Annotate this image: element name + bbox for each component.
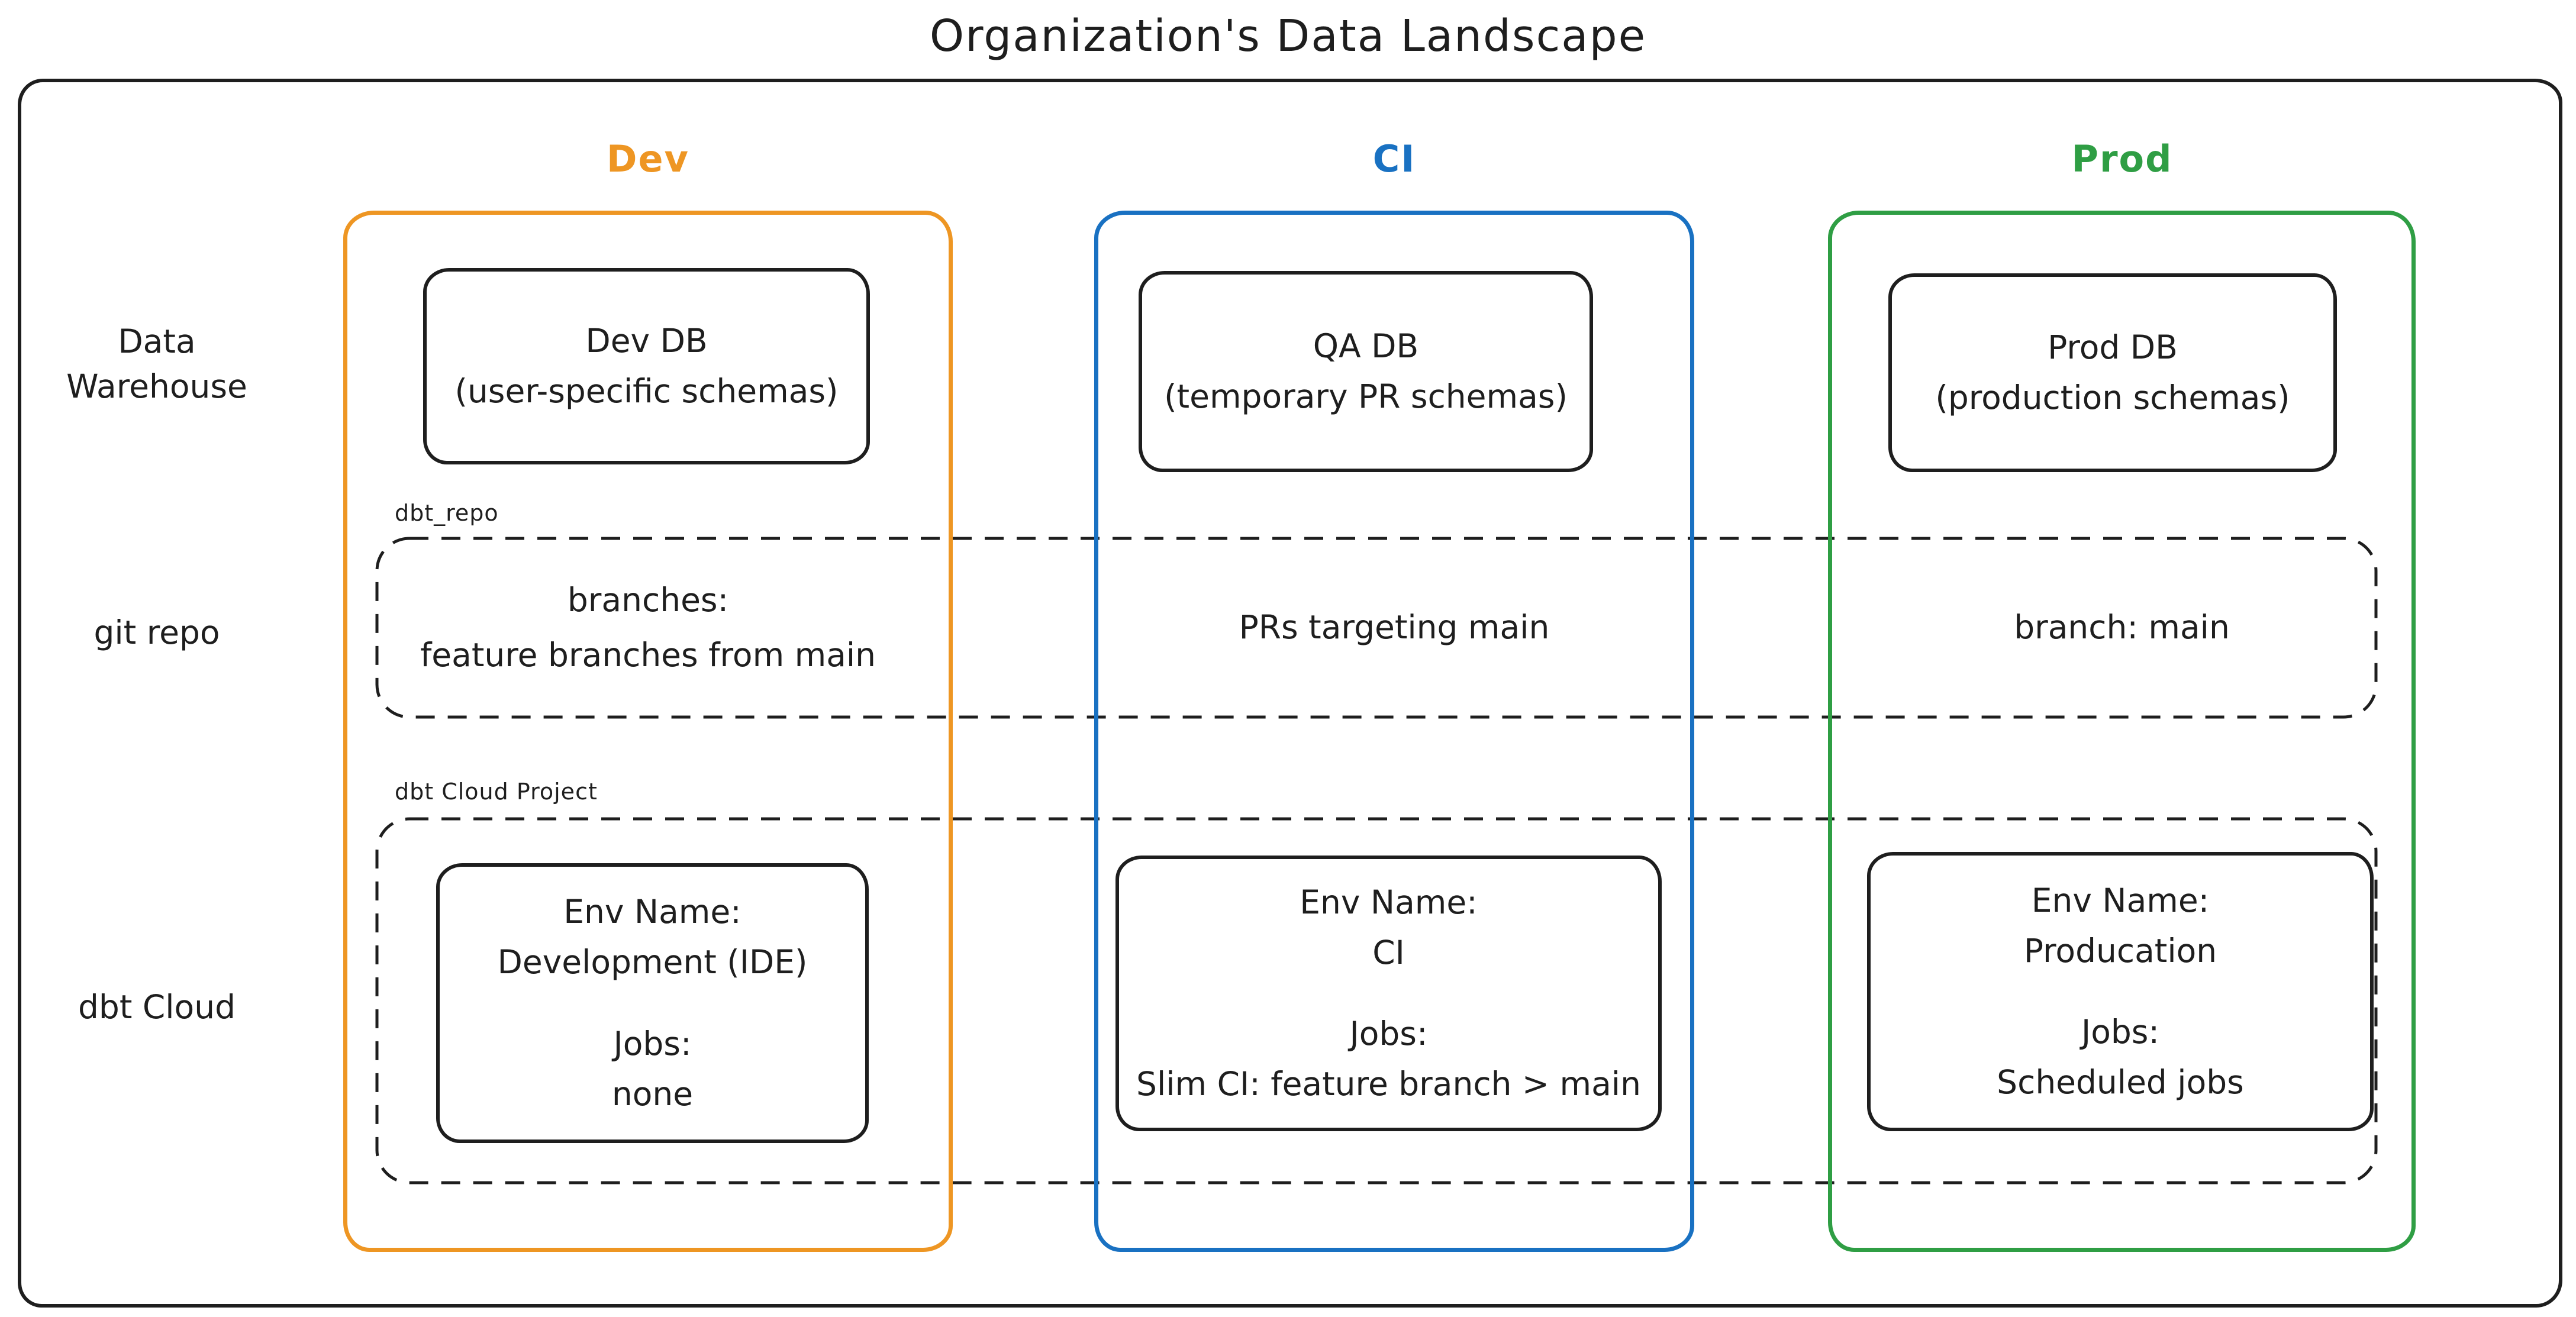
git-repo-band-label: dbt_repo [395,500,499,526]
dbt-cloud-project-band-label: dbt Cloud Project [395,779,598,805]
dev-column-label: Dev [607,137,689,180]
ci-environment-box: Env Name: CI Jobs: Slim CI: feature bran… [1115,856,1662,1131]
db-box-subtitle: (user-specific schemas) [454,372,839,410]
env-name-value: Producation [2023,931,2217,970]
git-repo-cell-line: feature branches from main [420,636,876,674]
env-name-label: Env Name: [563,893,741,931]
git-repo-ci-cell: PRs targeting main [1130,543,1659,713]
ci-column-box [1094,211,1694,1252]
qa-db-box: QA DB (temporary PR schemas) [1139,271,1593,472]
git-repo-cell-line: branches: [567,580,729,619]
db-box-title: QA DB [1313,327,1419,365]
row-label-dbt-cloud: dbt Cloud [24,985,290,1030]
env-name-value: CI [1372,933,1405,971]
jobs-value: Scheduled jobs [1997,1063,2244,1102]
diagram-title: Organization's Data Landscape [929,11,1647,62]
jobs-value: Slim CI: feature branch > main [1136,1065,1641,1103]
ci-column-label: CI [1372,137,1416,180]
jobs-value: none [611,1074,694,1113]
row-label-line: Data [118,322,196,360]
env-name-label: Env Name: [2031,881,2210,919]
row-label-line: dbt Cloud [78,988,236,1026]
prod-column-box [1828,211,2416,1252]
jobs-label: Jobs: [613,1024,692,1063]
db-box-title: Prod DB [2048,328,2178,366]
env-name-value: Development (IDE) [497,943,808,982]
jobs-label: Jobs: [2081,1013,2159,1051]
prod-column-label: Prod [2071,137,2173,180]
db-box-subtitle: (production schemas) [1935,379,2290,417]
git-repo-cell-line: branch: main [2014,608,2230,647]
dbt-cloud-project-dashed-region [375,817,2378,1184]
dev-db-box: Dev DB (user-specific schemas) [423,268,870,464]
env-name-label: Env Name: [1300,883,1478,921]
git-repo-prod-cell: branch: main [1864,543,2380,713]
jobs-label: Jobs: [1349,1015,1428,1053]
prod-environment-box: Env Name: Producation Jobs: Scheduled jo… [1867,852,2374,1131]
row-label-line: git repo [94,614,220,651]
git-repo-dashed-region [375,537,2378,719]
landscape-container [18,79,2562,1308]
dev-column-box [343,211,953,1252]
git-repo-dev-cell: branches: feature branches from main [372,543,924,713]
db-box-subtitle: (temporary PR schemas) [1164,377,1568,415]
prod-db-box: Prod DB (production schemas) [1888,273,2337,472]
row-label-git-repo: git repo [24,611,290,656]
db-box-title: Dev DB [585,321,708,360]
row-label-data-warehouse: Data Warehouse [24,319,290,409]
dev-environment-box: Env Name: Development (IDE) Jobs: none [436,863,869,1143]
git-repo-cell-line: PRs targeting main [1239,608,1550,647]
row-label-line: Warehouse [66,367,247,405]
